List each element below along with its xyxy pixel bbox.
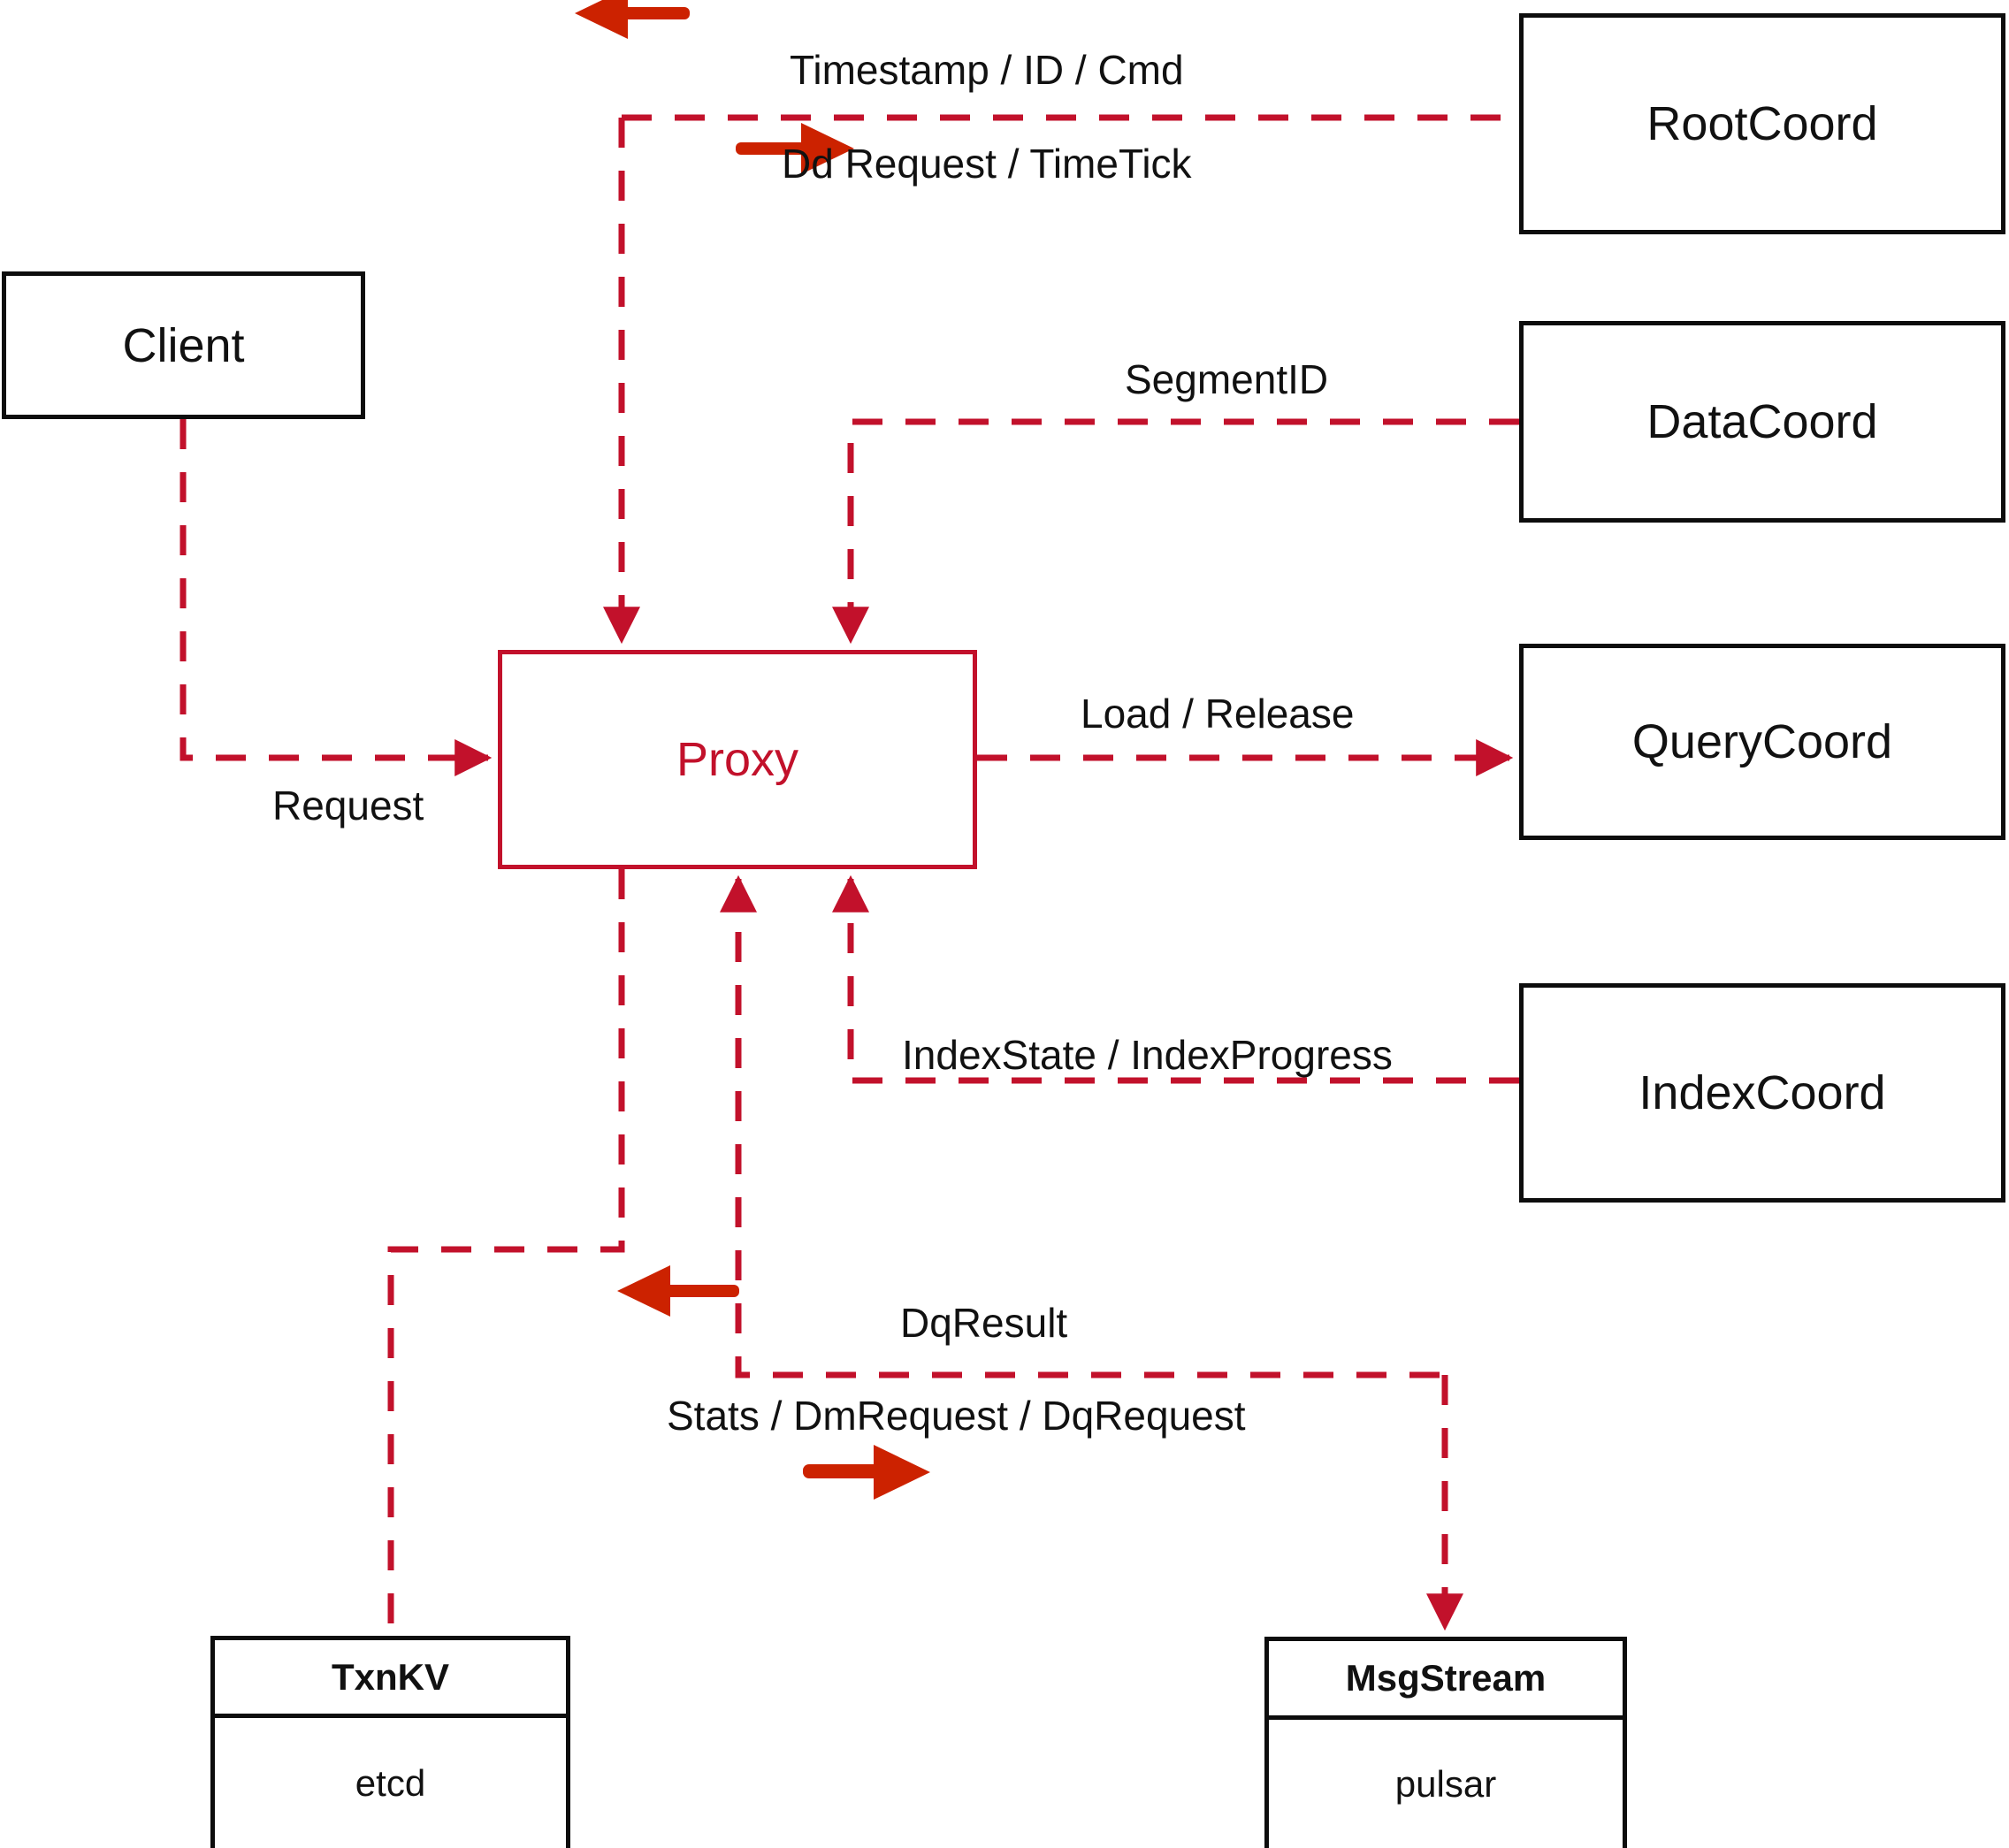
node-client-label: Client [122, 318, 245, 372]
node-txnkv-body-label: etcd [355, 1761, 426, 1804]
node-indexcoord[interactable]: IndexCoord [1519, 983, 2005, 1203]
node-msgstream-body: pulsar [1269, 1720, 1623, 1848]
edge-datacoord-to-proxy [832, 418, 1519, 645]
node-txnkv-body: etcd [215, 1718, 566, 1848]
edge-label-segment-id: SegmentID [1125, 356, 1329, 402]
node-client[interactable]: Client [2, 271, 365, 419]
node-querycoord[interactable]: QueryCoord [1519, 644, 2005, 840]
node-txnkv[interactable]: TxnKV etcd [210, 1636, 570, 1848]
edge-client-to-proxy [180, 419, 493, 776]
node-txnkv-header: TxnKV [215, 1640, 566, 1718]
edge-label-load-release: Load / Release [1081, 691, 1355, 737]
node-proxy-label: Proxy [676, 733, 799, 786]
node-querycoord-label: QueryCoord [1631, 715, 1893, 768]
edge-label-index-state-progress: IndexState / IndexProgress [902, 1032, 1393, 1078]
node-txnkv-header-label: TxnKV [331, 1655, 449, 1698]
direction-arrow-right-stats [803, 1445, 930, 1500]
direction-arrows [575, 0, 930, 1500]
node-msgstream-header-label: MsgStream [1345, 1657, 1547, 1699]
edge-label-dd-request-timetick: Dd Request / TimeTick [782, 141, 1192, 187]
edge-label-request: Request [272, 783, 424, 829]
node-proxy[interactable]: Proxy [498, 650, 977, 869]
node-indexcoord-label: IndexCoord [1639, 1066, 1886, 1119]
node-msgstream-header: MsgStream [1269, 1641, 1623, 1720]
edge-msgstream-to-proxy [720, 874, 1445, 1378]
node-rootcoord[interactable]: RootCoord [1519, 13, 2005, 234]
direction-arrow-right-ddrequest [736, 123, 854, 174]
direction-arrow-left-dqresult [617, 1265, 739, 1317]
node-datacoord-label: DataCoord [1646, 395, 1878, 448]
node-rootcoord-label: RootCoord [1646, 97, 1878, 150]
edge-indexcoord-to-proxy [832, 874, 1519, 1084]
edge-label-stats-dm-dq-request: Stats / DmRequest / DqRequest [667, 1393, 1246, 1439]
node-msgstream-body-label: pulsar [1394, 1762, 1497, 1805]
node-msgstream[interactable]: MsgStream pulsar [1264, 1637, 1627, 1848]
node-datacoord[interactable]: DataCoord [1519, 321, 2005, 523]
direction-arrow-left-timestamp [575, 0, 690, 39]
edge-proxy-to-txnkv [387, 869, 625, 1636]
edge-label-dq-result: DqResult [900, 1300, 1068, 1346]
edge-label-timestamp-id-cmd: Timestamp / ID / Cmd [790, 47, 1184, 93]
